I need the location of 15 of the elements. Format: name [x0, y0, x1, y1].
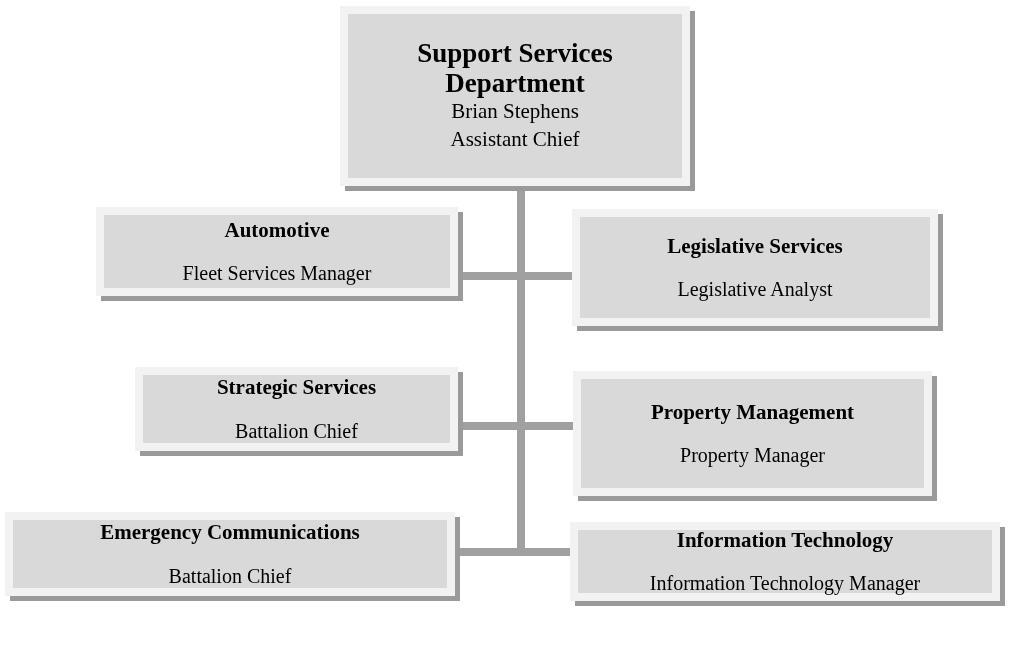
unit-title: Automotive: [224, 217, 330, 244]
unit-title: Information Technology: [676, 527, 894, 554]
role-text: Assistant Chief: [450, 125, 580, 153]
role-text: Information Technology Manager: [649, 571, 921, 596]
unit-title: Strategic Services: [216, 375, 377, 401]
unit-title: Legislative Services: [667, 233, 843, 260]
role-text: Property Manager: [680, 443, 825, 468]
role-text: Battalion Chief: [168, 563, 292, 588]
role-text: Brian Stephens: [451, 98, 579, 126]
role-text: Fleet Services Manager: [182, 261, 372, 286]
unit-title: Support Services Department: [416, 39, 614, 99]
unit-title: Property Management: [650, 399, 855, 426]
role-text: Legislative Analyst: [677, 277, 833, 302]
unit-title: Emergency Communications: [100, 520, 360, 546]
role-text: Battalion Chief: [235, 418, 358, 443]
